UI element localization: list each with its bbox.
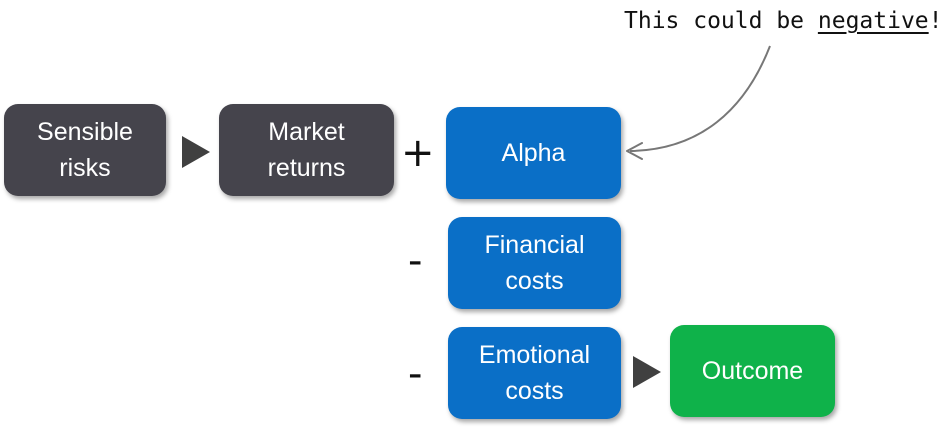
- financial-costs-box: Financial costs: [448, 217, 621, 309]
- arrow-risks-to-returns-icon: [182, 136, 210, 168]
- arrow-costs-to-outcome-icon: [633, 356, 661, 388]
- market-returns-box: Market returns: [219, 104, 394, 196]
- negative-annotation: This could be negative!: [624, 8, 940, 34]
- annotation-emphasis: negative: [817, 8, 929, 34]
- plus-operator: +: [401, 130, 435, 176]
- alpha-box: Alpha: [446, 107, 621, 199]
- minus-emotional-operator: -: [408, 351, 423, 397]
- minus-financial-operator: -: [408, 238, 423, 284]
- sensible-risks-box: Sensible risks: [4, 104, 166, 196]
- annotation-prefix: This could be: [624, 8, 818, 34]
- emotional-costs-box: Emotional costs: [448, 327, 621, 419]
- outcome-box: Outcome: [670, 325, 835, 417]
- annotation-suffix: !: [929, 8, 940, 34]
